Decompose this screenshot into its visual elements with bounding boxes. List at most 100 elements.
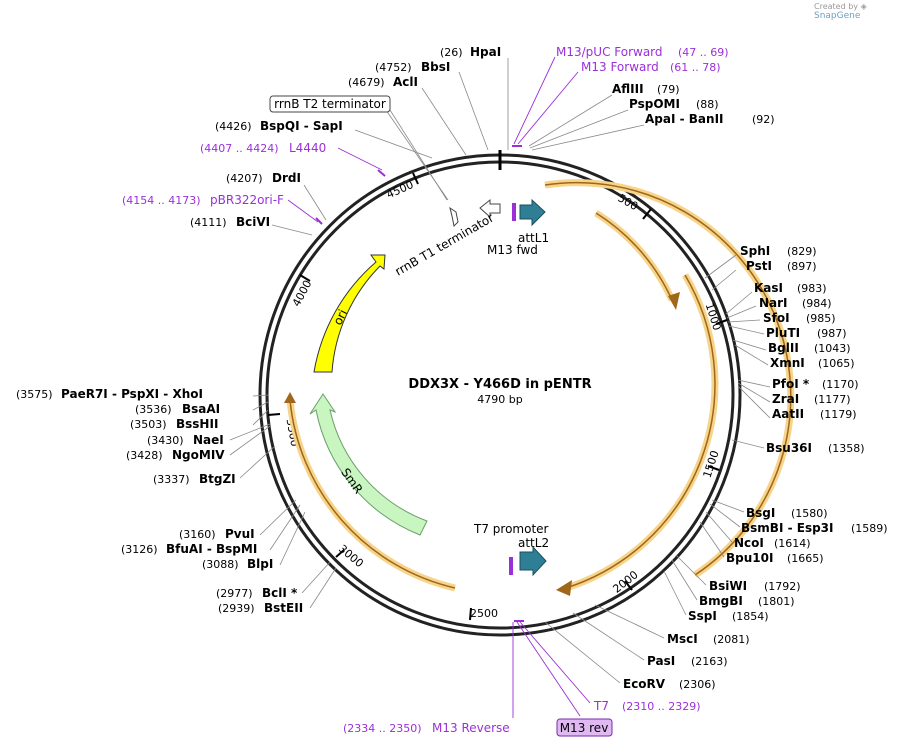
afliii-name: AflIII: [612, 82, 644, 96]
bcivi-pos: (4111): [190, 216, 227, 229]
m13-forward-name: M13 Forward: [581, 60, 659, 74]
m13-reverse-name: M13 Reverse: [432, 721, 510, 735]
naei-pos: (3430): [147, 434, 184, 447]
leader-lines: [229, 58, 771, 684]
zrai-name: ZraI: [772, 392, 799, 406]
acli-pos: (4679): [348, 76, 385, 89]
msci-pos: (2081): [713, 633, 750, 646]
tick-2000: [624, 580, 633, 591]
ncoi-name: NcoI: [734, 536, 764, 550]
pbr322ori-f-pos: (4154 .. 4173): [122, 194, 201, 207]
hpai-name: HpaI: [470, 45, 501, 59]
sfoi-pos: (985): [806, 312, 836, 325]
bglii-name: BglII: [768, 341, 799, 355]
pasi-pos: (2163): [691, 655, 728, 668]
plasmid-length: 4790 bp: [477, 393, 522, 406]
bsiwi-pos: (1792): [764, 580, 801, 593]
pluti-name: PluTI: [766, 326, 800, 340]
m13-fwd-marker: [512, 203, 516, 221]
xhoi-name: PaeR7I - PspXI - XhoI: [61, 387, 203, 401]
bpu10i-name: Bpu10I: [726, 551, 773, 565]
m13-puc-forward-name: M13/pUC Forward: [556, 45, 663, 59]
attl2-region: T7 promoter attL2: [473, 522, 549, 577]
sfoi-name: SfoI: [763, 311, 790, 325]
pspomi-name: PspOMI: [629, 97, 680, 111]
btgzi-name: BtgZI: [199, 472, 236, 486]
btgzi-pos: (3337): [153, 473, 190, 486]
credit-prefix: Created by: [814, 2, 859, 11]
tick-label-4000: 4000: [290, 278, 315, 309]
blpi-name: BlpI: [247, 557, 273, 571]
bmgbi-pos: (1801): [758, 595, 795, 608]
tick-1000: [715, 319, 728, 325]
apai-name: ApaI - BanII: [645, 112, 724, 126]
ori-feature: ori: [313, 254, 386, 373]
attl2-arrow: [519, 545, 547, 577]
snapgene-logo-icon: ◈: [860, 2, 867, 11]
bsmbi-pos: (1589): [851, 522, 888, 535]
l4440-pos: (4407 .. 4424): [200, 142, 279, 155]
m13-reverse-pos: (2334 .. 2350): [343, 722, 422, 735]
tick-1500: [707, 465, 720, 471]
bsteii-pos: (2939): [218, 602, 255, 615]
pvui-name: PvuI: [225, 527, 255, 541]
aatii-pos: (1179): [820, 408, 857, 421]
pfoi-name: PfoI *: [772, 377, 810, 391]
bsgi-name: BsgI: [746, 506, 775, 520]
bspqi-pos: (4426): [215, 120, 252, 133]
pspomi-pos: (88): [696, 98, 719, 111]
bbsi-pos: (4752): [375, 61, 412, 74]
bmgbi-name: BmgBI: [699, 594, 743, 608]
bcli-pos: (2977): [216, 587, 253, 600]
t7-pos: (2310 .. 2329): [622, 700, 701, 713]
attl1-label: attL1: [518, 231, 549, 245]
rrnb-t1-label: rrnB T1 terminator: [393, 211, 497, 279]
attl1-arrow: [519, 198, 546, 227]
pasi-name: PasI: [647, 654, 675, 668]
tick-label-2500: 2500: [470, 607, 498, 620]
m13-rev-label: M13 rev: [560, 721, 609, 735]
tick-4500: [412, 172, 419, 185]
afliii-pos: (79): [657, 83, 680, 96]
smr-feature: SmR: [309, 393, 428, 536]
rrnb-t1-arrow: [479, 198, 501, 219]
snapgene-credit: Created by ◈ SnapGene: [814, 2, 909, 21]
ngomiv-name: NgoMIV: [172, 448, 225, 462]
bpu10i-pos: (1665): [787, 552, 824, 565]
bfuai-pos: (3126): [121, 543, 158, 556]
aatii-name: AatII: [772, 407, 804, 421]
hpai-pos: (26): [440, 46, 463, 59]
nari-name: NarI: [759, 296, 788, 310]
bsu36i-pos: (1358): [828, 442, 865, 455]
blpi-pos: (3088): [202, 558, 239, 571]
bfuai-name: BfuAI - BspMI: [166, 542, 257, 556]
pluti-pos: (987): [817, 327, 847, 340]
pvui-pos: (3160): [179, 528, 216, 541]
bcli-name: BclI *: [262, 586, 298, 600]
ncoi-pos: (1614): [774, 537, 811, 550]
ecorv-pos: (2306): [679, 678, 716, 691]
xmni-name: XmnI: [770, 356, 805, 370]
t7-marker: [509, 557, 513, 575]
ecorv-name: EcoRV: [623, 677, 666, 691]
attl2-label: attL2: [518, 536, 549, 550]
credit-brand: SnapGene: [814, 11, 861, 21]
sspi-pos: (1854): [732, 610, 769, 623]
bglii-pos: (1043): [814, 342, 851, 355]
primer-lines: [287, 56, 591, 718]
sphi-pos: (829): [787, 245, 817, 258]
bsaai-name: BsaAI: [182, 402, 220, 416]
l4440-name: L4440: [289, 141, 326, 155]
tick-2500: [469, 607, 472, 621]
kasi-pos: (983): [797, 282, 827, 295]
bsu36i-name: Bsu36I: [766, 441, 812, 455]
xhoi-pos: (3575): [16, 388, 53, 401]
ori-label: ori: [331, 307, 350, 327]
bsshii-name: BssHII: [176, 417, 218, 431]
bsshii-pos: (3503): [130, 418, 167, 431]
bsmbi-name: BsmBI - Esp3I: [741, 521, 833, 535]
psti-name: PstI: [746, 259, 772, 273]
tick-3500: [267, 413, 281, 416]
bcivi-name: BciVI: [236, 215, 270, 229]
